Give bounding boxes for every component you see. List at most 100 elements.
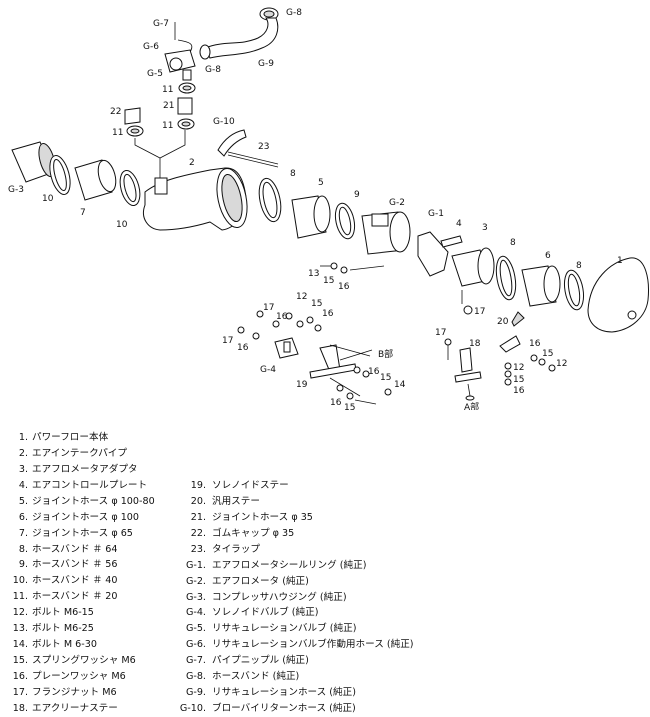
legend-item: 8. ホースバンド ＃ 64 (0, 542, 155, 558)
label-13: 13 (308, 269, 319, 279)
legend-item-number: 16. (12, 671, 28, 683)
legend-item-number: 17. (12, 686, 28, 698)
label-16-h: 16 (513, 386, 525, 396)
legend-item-text: タイラップ (212, 543, 260, 555)
legend-item-text: エアコントロールプレート (32, 479, 148, 491)
label-14-a: 14 (394, 380, 406, 390)
legend-item-number: 18. (12, 702, 28, 714)
label-6: 6 (545, 251, 551, 261)
label-16-c: 16 (276, 312, 288, 322)
part-labels: G-8 G-7 G-6 G-5 G-8 G-9 11 21 22 11 11 G… (8, 8, 623, 410)
legend-item: G-9. リサキュレーションホース (純正) (176, 685, 414, 701)
label-9: 9 (354, 190, 360, 200)
legend-item-number: 20. (190, 495, 206, 507)
label-10-left: 10 (42, 194, 54, 204)
label-g1: G-1 (428, 209, 444, 219)
legend-item-text: ホースバンド (純正) (212, 671, 300, 683)
recirculation-valve-group (124, 7, 279, 178)
legend-item-text: ホースバンド ＃ 64 (32, 543, 118, 555)
legend-item-text: エアインテークパイプ (32, 447, 127, 459)
legend-item-number: 7. (18, 527, 28, 539)
legend-item-text: リサキュレーションバルブ作動用ホース (純正) (212, 639, 414, 651)
label-16-g: 16 (529, 339, 541, 349)
legend-item-number: 6. (18, 511, 28, 523)
blowby-hose-and-tie (217, 129, 279, 168)
legend-item-number: G-7. (185, 655, 206, 667)
legend-item-text: ホースバンド ＃ 40 (32, 575, 118, 587)
label-17-b: 17 (263, 303, 274, 313)
label-g4: G-4 (260, 365, 276, 375)
legend-item-number: G-3. (185, 591, 206, 603)
label-12-a: 12 (296, 292, 307, 302)
legend-item: G-5.リサキュレーションバルブ (純正) (176, 621, 414, 637)
legend-item: 10.ホースバンド ＃ 40 (0, 573, 155, 589)
legend-item-text: エアフロメータシールリング (純正) (212, 559, 367, 571)
label-16-e: 16 (368, 367, 380, 377)
airflow-meter-group (361, 211, 649, 333)
legend-item: G-6. リサキュレーションバルブ作動用ホース (純正) (176, 637, 414, 653)
legend-item-text: スプリングワッシャ M6 (32, 655, 136, 667)
legend-item-number: 13. (12, 623, 28, 635)
legend-item-number: 23. (190, 543, 206, 555)
legend-item-text: コンプレッサハウジング (純正) (212, 591, 347, 603)
legend-item-text: 汎用ステー (212, 495, 260, 507)
label-g2: G-2 (389, 198, 405, 208)
legend-item: 14.ボルト M 6-30 (0, 637, 155, 653)
legend-item-text: リサキュレーションバルブ (純正) (212, 623, 357, 635)
label-23: 23 (258, 142, 269, 152)
legend-item-text: エアフロメータアダプタ (32, 463, 138, 475)
bracket-assembly-a (444, 311, 556, 401)
legend-item-number: G-6. (185, 639, 206, 651)
legend-item-number: 19. (190, 479, 206, 491)
label-17-d: 17 (435, 328, 446, 338)
legend-item: G-10.ブローバイリターンホース (純正) (176, 701, 414, 717)
legend-item: 15.スプリングワッシャ M6 (0, 653, 155, 669)
legend-item-number: G-4. (185, 607, 206, 619)
label-11-top: 11 (162, 85, 173, 95)
legend-item: 5.ジョイントホース φ 100-80 (0, 494, 155, 510)
legend-item-text: プレーンワッシャ M6 (32, 671, 126, 683)
legend-item-text: ボルト M6-25 (32, 623, 94, 635)
label-g9: G-9 (258, 59, 274, 69)
label-8-third: 8 (576, 261, 582, 271)
label-15-d: 15 (344, 403, 355, 410)
legend-item-number: 14. (12, 639, 28, 651)
legend-item-number: 2. (18, 447, 28, 459)
legend-item: G-8. ホースバンド (純正) (176, 669, 414, 685)
intake-chain (11, 141, 356, 240)
legend-item-number: 9. (18, 559, 28, 571)
label-16-a: 16 (338, 282, 350, 292)
label-16-d: 16 (237, 343, 249, 353)
label-17-a: 17 (474, 307, 485, 317)
legend-item: G-1. エアフロメータシールリング (純正) (176, 558, 414, 574)
legend-item: 16. プレーンワッシャ M6 (0, 669, 155, 685)
legend-item: 23. タイラップ (176, 542, 414, 558)
legend-item: 13. ボルト M6-25 (0, 621, 155, 637)
legend-item: G-4.ソレノイドバルブ (純正) (176, 605, 414, 621)
legend-item-number: 22. (190, 527, 206, 539)
label-5: 5 (318, 178, 324, 188)
legend-item: 21.ジョイントホース φ 35 (176, 510, 414, 526)
exploded-parts-diagram: G-8 G-7 G-6 G-5 G-8 G-9 11 21 22 11 11 G… (8, 7, 649, 410)
label-g7: G-7 (153, 19, 169, 29)
label-3: 3 (482, 223, 488, 233)
label-15-e: 15 (542, 349, 553, 359)
label-17-c: 17 (222, 336, 233, 346)
legend-item: 20. 汎用ステー (176, 494, 414, 510)
legend-item-number: G-8. (185, 671, 206, 683)
legend-item-number: 8. (18, 543, 28, 555)
label-2: 2 (189, 158, 195, 168)
label-a-part: A部 (464, 401, 479, 410)
legend-item-text: ソレノイドステー (212, 479, 289, 491)
legend-item-text: ジョイントホース φ 35 (212, 511, 313, 523)
legend-item-number: G-9. (185, 687, 206, 699)
label-4: 4 (456, 219, 462, 229)
label-15-f: 15 (513, 375, 524, 385)
label-b-part: B部 (378, 348, 393, 360)
legend-item-number: 1. (18, 431, 28, 443)
legend-item-text: リサキュレーションホース (純正) (212, 687, 356, 699)
legend-item-number: 12. (12, 607, 28, 619)
legend-item-number: G-1. (185, 559, 206, 571)
label-11-right: 11 (162, 121, 173, 131)
